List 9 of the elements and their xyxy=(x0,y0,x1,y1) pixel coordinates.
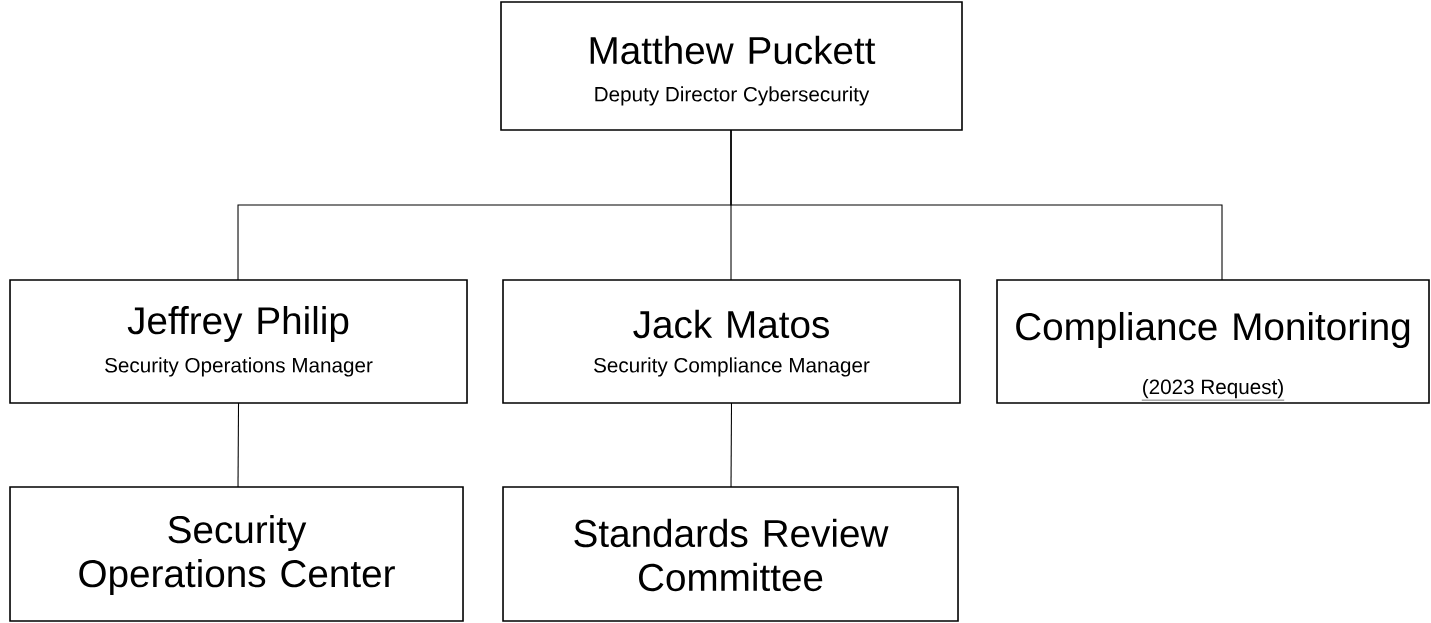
org-box: Matthew Puckett Deputy Director Cybersecurity xyxy=(500,1,963,131)
org-box: Compliance Monitoring (2023 Request) xyxy=(996,279,1430,404)
org-box: Security Operations Center xyxy=(9,486,464,622)
connector-line xyxy=(730,129,1223,281)
org-box: Jack Matos Security Compliance Manager xyxy=(502,279,961,404)
org-box: Jeffrey Philip Security Operations Manager xyxy=(9,279,468,404)
org-box: Standards Review Committee xyxy=(502,486,959,622)
connector-line xyxy=(237,402,240,488)
connector-line xyxy=(730,402,733,488)
